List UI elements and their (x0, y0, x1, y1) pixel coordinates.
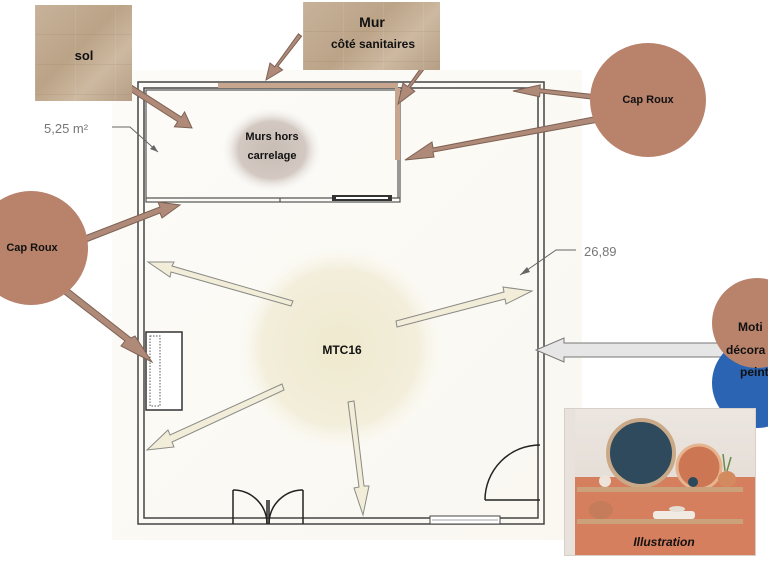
arrow-mtc-down (347, 400, 370, 517)
illustration-caption: Illustration (633, 535, 695, 549)
illustration-blue-mirror (606, 418, 676, 488)
murs-hors-label-line1: Murs hors (245, 131, 299, 143)
area-small-pointer (112, 126, 159, 153)
mur-sanitaires-side-accent (395, 88, 400, 160)
murs-hors-carrelage-zone (220, 106, 324, 194)
illustration-orange-circle (675, 443, 723, 491)
illustration-shelf-bottom (577, 519, 743, 524)
area-small-label: 5,25 m² (44, 121, 89, 136)
motif-label-line3: peint (740, 365, 768, 379)
mur-label-line2: côté sanitaires (330, 37, 416, 51)
cap-roux-left-circle (0, 191, 88, 305)
illustration-image (564, 408, 756, 556)
mur-sanitaires-swatch (303, 2, 440, 70)
radiator-left (145, 331, 183, 411)
area-main-label: 26,89 (584, 244, 617, 259)
cap-roux-left-label: Cap Roux (6, 242, 58, 254)
cream-arrows (145, 261, 534, 517)
murs-hors-label-line2: carrelage (247, 150, 297, 162)
door-right (484, 444, 541, 501)
arrow-motif (534, 337, 739, 363)
double-door (232, 489, 304, 525)
arrow-mtc-down-left (145, 383, 285, 451)
motif-label-line2: décora (726, 343, 766, 357)
cap-roux-right-label: Cap Roux (622, 94, 674, 106)
sol-swatch (35, 5, 132, 101)
mur-label-line1: Mur (359, 14, 385, 30)
arrow-mur-left (265, 33, 303, 82)
sol-label: sol (74, 48, 94, 63)
arrow-mtc-up-left (146, 261, 294, 307)
arrow-mtc-up-right (395, 286, 534, 328)
mtc16-zone (236, 244, 444, 452)
mur-sanitaires-top-accent (218, 83, 398, 88)
mtc16-label: MTC16 (322, 343, 362, 357)
arrow-cap-roux-right (404, 113, 611, 161)
illustration-shelf-top (577, 487, 743, 492)
cap-roux-right-circle (590, 43, 706, 157)
motif-label-line1: Moti (738, 320, 763, 334)
area-main-pointer (519, 249, 576, 276)
